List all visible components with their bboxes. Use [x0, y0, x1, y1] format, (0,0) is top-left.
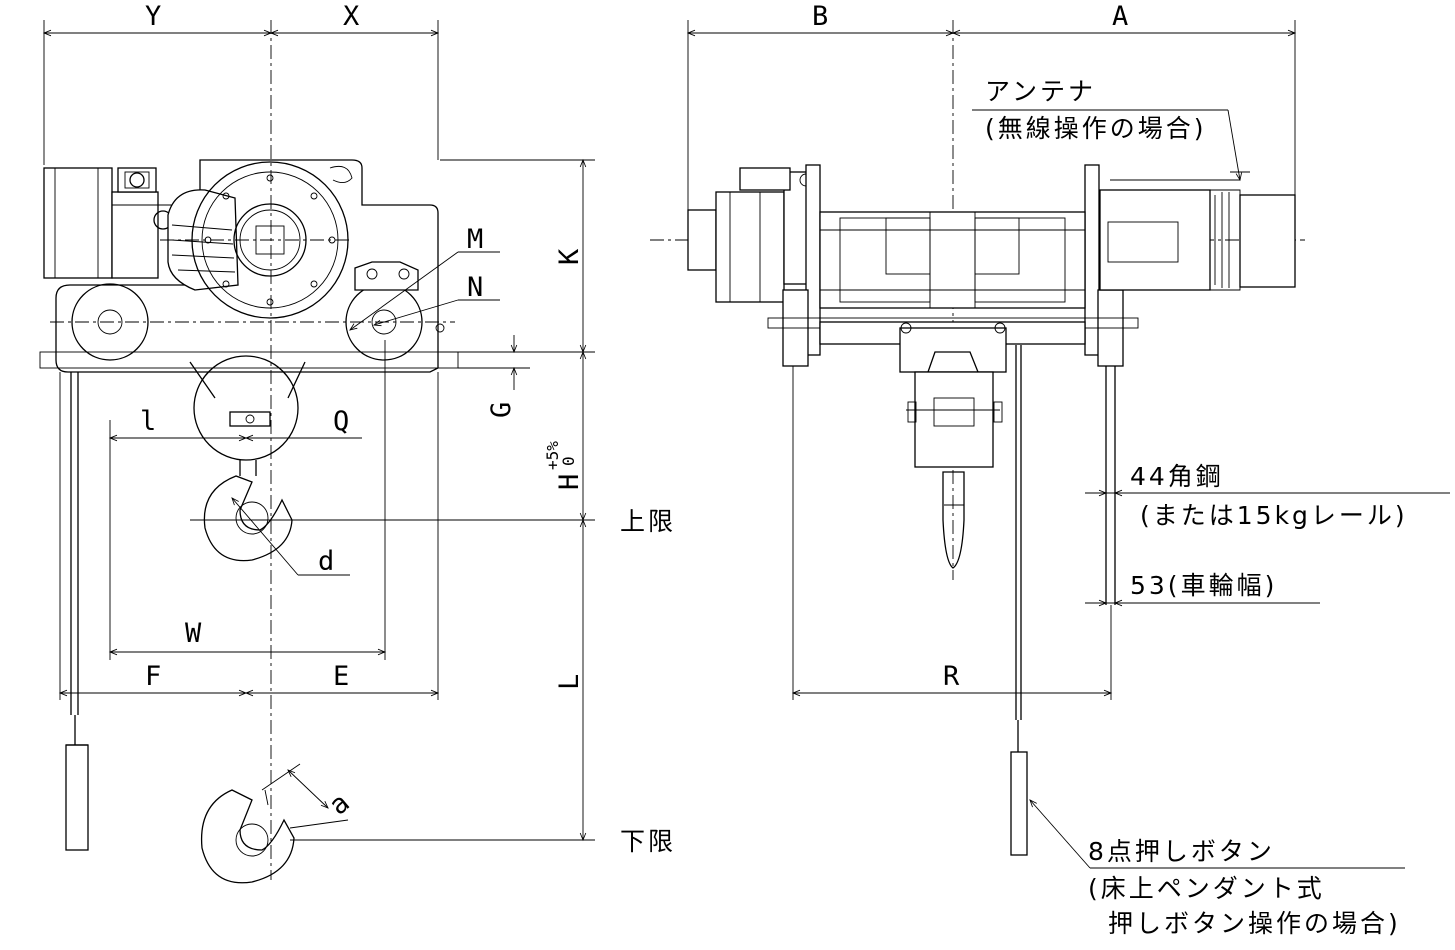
pushbutton-operation-label: 押しボタン操作の場合)	[1108, 909, 1401, 938]
dim-r-label: R	[943, 661, 960, 692]
dim-q-label: Q	[333, 406, 349, 437]
front-motor-right	[1099, 189, 1211, 291]
front-pendant-box	[1010, 751, 1028, 856]
dim-w-label: W	[185, 618, 202, 649]
dim-y-label: Y	[145, 1, 161, 32]
dim-b-label: B	[812, 1, 828, 32]
dim-h-tol-lower: 0	[559, 456, 578, 466]
dim-h-label: H	[554, 474, 585, 490]
dim-n-leader	[372, 299, 459, 327]
dim-n-label: N	[467, 272, 483, 303]
dim-k-label: K	[554, 248, 585, 265]
rail-alt-label: (または15kgレール)	[1140, 501, 1408, 530]
front-view: B A	[650, 1, 1450, 938]
side-hook-lower	[200, 789, 295, 884]
side-hook-upper	[203, 475, 293, 562]
side-rail	[39, 351, 459, 369]
antenna-leader	[1227, 109, 1242, 182]
dim-a-top-label: A	[1112, 1, 1128, 32]
wheel-width-label: 53(車輪幅)	[1130, 571, 1277, 600]
antenna-label: アンテナ	[985, 77, 1096, 106]
dim-a-label: a	[323, 787, 355, 821]
side-sheave	[193, 355, 299, 461]
dim-f-label: F	[145, 661, 161, 692]
dim-e-label: E	[333, 661, 349, 692]
lower-limit-label: 下限	[620, 827, 676, 856]
front-gearbox-left	[687, 209, 717, 271]
pushbutton-type-label: (床上ペンダント式	[1088, 874, 1325, 903]
side-view: Y X	[39, 1, 676, 884]
side-motor-box	[43, 167, 113, 279]
antenna-condition-label: (無線操作の場合)	[985, 114, 1207, 143]
front-side-plate-right	[1084, 164, 1100, 356]
dim-a-line	[287, 769, 329, 809]
dim-h-tol-upper: +5%	[543, 441, 562, 470]
dim-m-leader	[349, 251, 459, 331]
upper-limit-label: 上限	[620, 507, 676, 536]
dim-x-label: X	[343, 1, 359, 32]
front-hook-frame	[899, 327, 1007, 373]
side-wheel-left	[71, 283, 149, 361]
front-drum	[819, 211, 1086, 309]
dim-l-label: l	[140, 406, 156, 437]
dim-d-leader	[231, 497, 299, 576]
side-frame-plate	[55, 159, 439, 373]
rail-label: 44角鋼	[1130, 462, 1224, 491]
pushbutton-label: 8点押しボタン	[1088, 837, 1275, 866]
dim-m-label: M	[467, 224, 483, 255]
dim-l-vertical-label: L	[554, 674, 585, 690]
dim-g-label: G	[486, 402, 517, 418]
front-hook	[942, 471, 965, 569]
dim-d-label: d	[318, 546, 334, 577]
side-pendant-box	[65, 744, 89, 851]
pushbutton-leader	[1029, 799, 1091, 869]
